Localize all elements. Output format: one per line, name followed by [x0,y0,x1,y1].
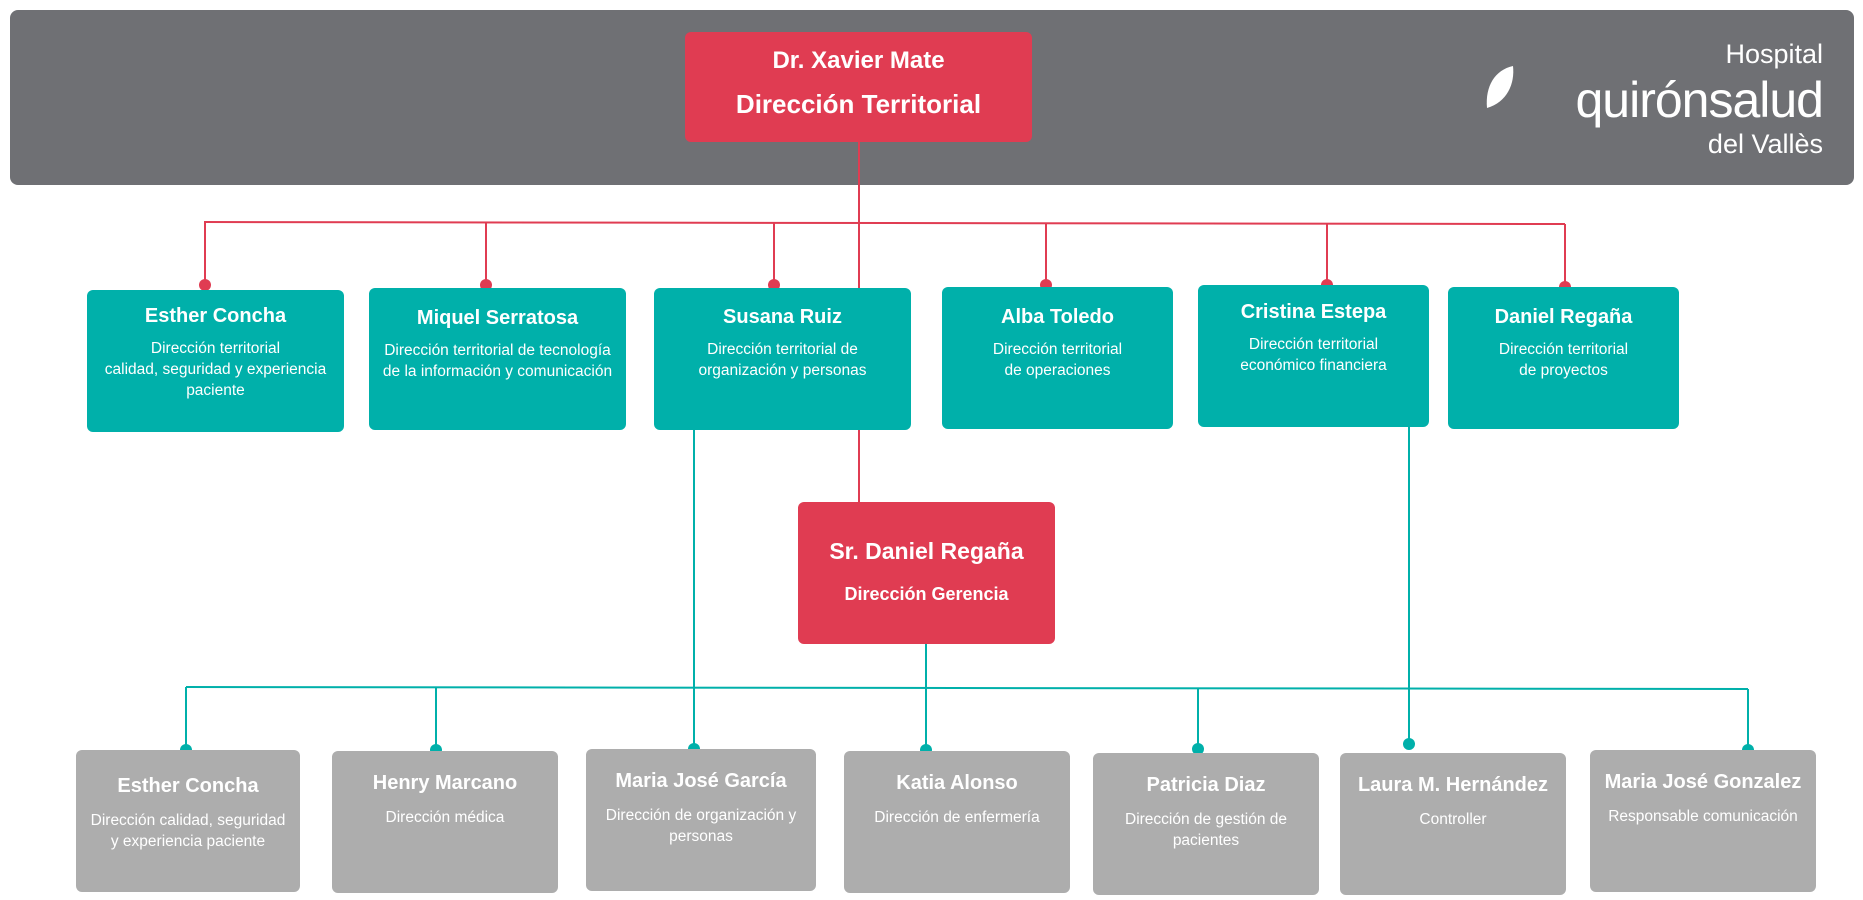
local-director-card: Maria José García Dirección de organizac… [586,749,816,891]
territorial-name: Esther Concha [144,305,287,327]
territorial-role: Dirección territorial económico financie… [1240,336,1387,374]
territorial-card: Miquel Serratosa Dirección territorial d… [369,288,626,430]
local-director-name: Esther Concha [117,775,259,797]
local-director-role: Dirección de organización y personas [605,807,797,845]
territorial-card: Daniel Regaña Dirección territorial de p… [1448,287,1679,429]
logo-brand-text: quirónsalud [1575,72,1824,128]
local-director-role: Dirección de enfermería [874,809,1040,826]
local-director-card: Maria José Gonzalez Responsable comunica… [1590,750,1816,892]
local-director-name: Henry Marcano [372,772,518,794]
territorial-name: Alba Toledo [1001,306,1114,328]
local-director-role: Dirección médica [385,809,505,826]
territorial-name: Cristina Estepa [1240,301,1387,323]
local-director-role: Dirección calidad, seguridad y experienc… [90,812,286,850]
territorial-role: Dirección territorial calidad, seguridad… [104,340,327,399]
local-director-card: Katia Alonso Dirección de enfermería [844,751,1070,893]
territorial-name: Miquel Serratosa [416,307,579,329]
local-director-name: Maria José García [615,770,787,792]
territorial-card: Cristina Estepa Dirección territorial ec… [1198,285,1429,427]
local-director-name: Katia Alonso [896,772,1018,794]
top-director-name: Dr. Xavier Mate [772,47,945,74]
local-director-role: Dirección de gestión de pacientes [1125,811,1287,849]
local-director-card: Patricia Diaz Dirección de gestión de pa… [1093,753,1319,895]
local-director-name: Maria José Gonzalez [1604,771,1802,793]
local-director-role: Responsable comunicación [1608,808,1798,825]
territorial-role: Dirección territorial de organización y … [698,341,867,379]
territorial-card: Alba Toledo Dirección territorial de ope… [942,287,1173,429]
leaf-icon [1486,66,1514,108]
top-director-role: Dirección Territorial [735,89,982,119]
local-director-name: Laura M. Hernández [1357,774,1549,796]
territorial-role: Dirección territorial de tecnología de l… [382,342,613,380]
local-director-card: Esther Concha Dirección calidad, segurid… [76,750,300,892]
local-director-card: Laura M. Hernández Controller [1340,753,1566,895]
territorial-name: Daniel Regaña [1494,306,1633,328]
territorial-role: Dirección territorial de proyectos [1498,341,1629,379]
dot [1403,738,1415,750]
line-territorial-bar [203,221,1566,225]
territorial-role: Dirección territorial de operaciones [992,341,1123,379]
dot [1192,743,1204,755]
logo-location-text: del Vallès [1707,129,1823,159]
territorial-name: Susana Ruiz [723,306,842,328]
territorial-card: Susana Ruiz Dirección territorial de org… [654,288,911,430]
local-director-card: Henry Marcano Dirección médica [332,751,558,893]
ceo-card: Sr. Daniel Regaña Dirección Gerencia [798,502,1055,644]
line-local-bar [185,686,1749,690]
logo-hospital-text: Hospital [1725,39,1823,69]
territorial-card: Esther Concha Dirección territorial cali… [87,290,344,432]
ceo-role: Dirección Gerencia [844,584,1009,604]
dot [199,279,211,291]
top-director-card: Dr. Xavier Mate Dirección Territorial [685,32,1032,142]
local-director-role: Controller [1419,811,1487,828]
ceo-name: Sr. Daniel Regaña [829,538,1024,564]
local-director-name: Patricia Diaz [1146,774,1266,796]
hospital-logo: Hospital quirónsalud del Vallès [1483,36,1824,161]
